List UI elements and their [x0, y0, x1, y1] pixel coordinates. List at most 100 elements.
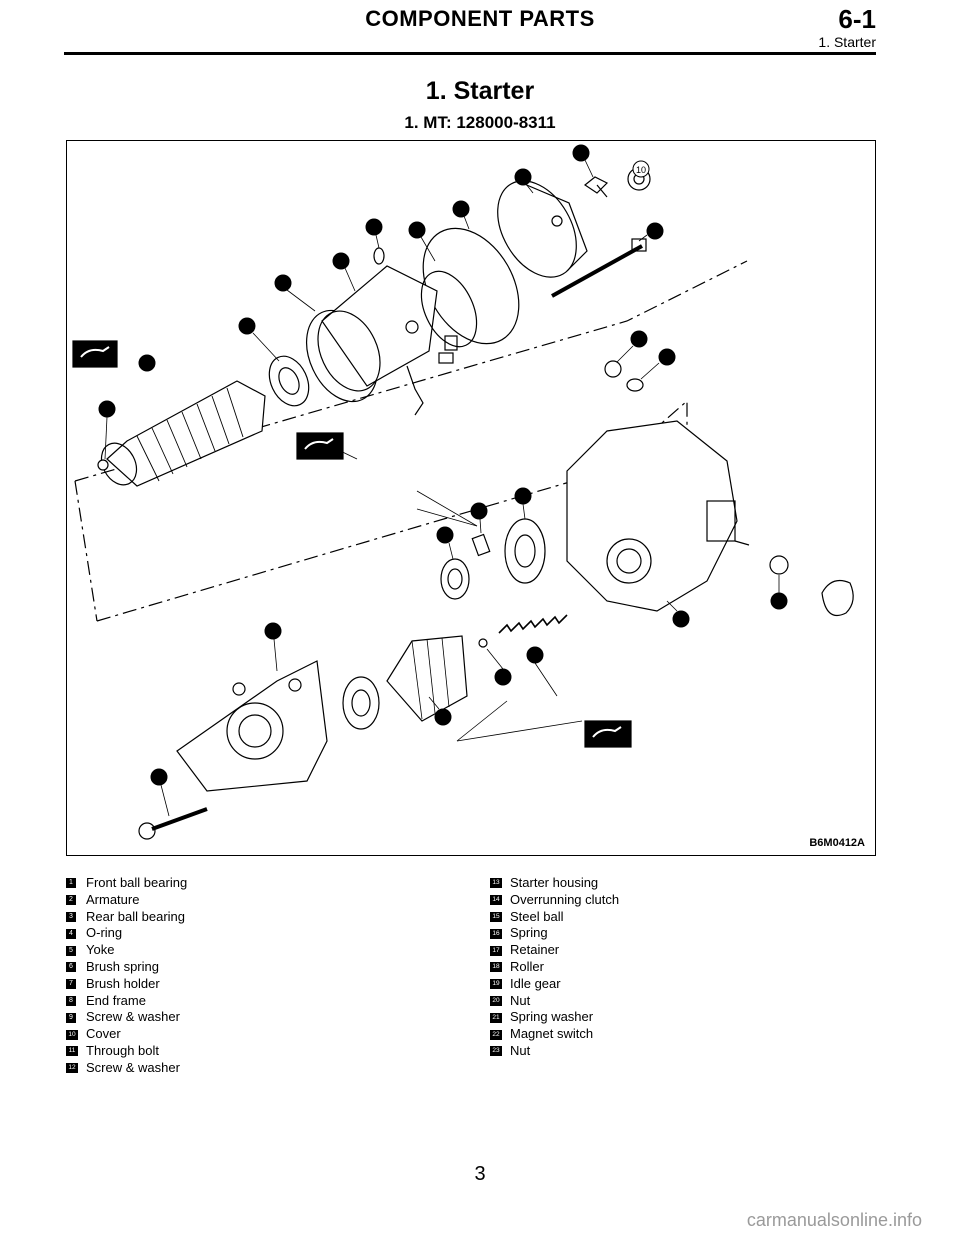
callout-badge: 22 [490, 1029, 502, 1040]
svg-text:10: 10 [636, 165, 646, 175]
callout-3: 3 [238, 317, 280, 362]
callout-10: 10 [632, 160, 650, 178]
legend-label: Steel ball [510, 908, 564, 924]
callout-badge: 6 [66, 962, 76, 973]
legend-label: Brush spring [86, 958, 159, 974]
callout-badge: 7 [66, 979, 76, 990]
callout-badge: 15 [490, 911, 502, 922]
end-frame-part [497, 180, 588, 278]
svg-text:6: 6 [371, 220, 378, 234]
svg-text:21: 21 [662, 353, 672, 363]
callout-badge: 17 [490, 945, 502, 956]
callout-6: 6 [365, 218, 383, 249]
legend-item: 22 Magnet switch [490, 1026, 619, 1043]
callout-badge: 11 [66, 1046, 78, 1057]
legend-label: Overrunning clutch [510, 891, 620, 907]
idle-gear-part [504, 518, 546, 584]
legend-item: 5 Yoke [66, 942, 187, 959]
header-title: COMPONENT PARTS [365, 6, 595, 31]
callout-1: 1 [98, 400, 116, 460]
spring-part [498, 614, 568, 634]
svg-text:13: 13 [268, 627, 278, 637]
callout-badge: 18 [490, 962, 502, 973]
section-title: 1. Starter [425, 77, 535, 105]
legend-label: Spring [510, 925, 548, 941]
callout-badge: 23 [490, 1046, 502, 1057]
svg-text:1: 1 [104, 402, 111, 416]
legend-item: 23 Nut [490, 1043, 619, 1060]
legend-label: Front ball bearing [86, 875, 188, 890]
legend-label: O-ring [86, 925, 123, 941]
yoke-part [317, 265, 438, 392]
callout-badge: 14 [490, 895, 502, 906]
callout-20: 20 [616, 330, 648, 363]
legend-label: Idle gear [510, 975, 561, 991]
callout-22: 22 [666, 600, 690, 628]
lubricant-mark-icon [296, 432, 344, 460]
legend-item: 6 Brush spring [66, 959, 187, 976]
svg-text:8: 8 [520, 170, 527, 184]
callout-badge: 3 [66, 911, 76, 922]
callout-badge: 12 [66, 1063, 78, 1074]
legend-label: Nut [510, 1042, 531, 1058]
legend-item: 4 O-ring [66, 925, 187, 942]
svg-text:15: 15 [498, 673, 508, 683]
legend-item: 10 Cover [66, 1026, 187, 1043]
callout-badge: 5 [66, 945, 76, 956]
header-rule [64, 52, 876, 55]
svg-text:17: 17 [440, 531, 450, 541]
svg-text:2: 2 [144, 356, 151, 370]
svg-text:5: 5 [338, 254, 345, 268]
callout-badge: 4 [66, 928, 76, 939]
legend-label: Spring washer [510, 1009, 594, 1025]
legend-label: Rear ball bearing [86, 908, 186, 924]
svg-text:12: 12 [154, 773, 164, 783]
rear-bearing-part [268, 355, 310, 407]
lubricant-mark-icon [584, 720, 632, 748]
legend-label: Nut [510, 992, 531, 1008]
callout-8: 8 [514, 168, 534, 194]
legend-label: Screw & washer [86, 1009, 180, 1025]
nut-part [769, 555, 789, 575]
svg-text:11: 11 [650, 227, 659, 237]
subsection-title: 1. MT: 128000-8311 [404, 113, 556, 132]
callout-badge: 1 [66, 878, 76, 889]
legend-label: Yoke [86, 942, 115, 958]
starter-exploded-diagram: 1 2 3 4 5 6 7 4 8 9 10 11 20 21 19 18 17… [72, 144, 854, 840]
callout-badge: 10 [66, 1029, 78, 1040]
terminal-boot-part [821, 580, 854, 617]
callout-9: 9 [572, 144, 594, 178]
svg-text:3: 3 [244, 319, 251, 333]
callout-21: 21 [640, 348, 676, 380]
svg-text:18: 18 [474, 507, 484, 517]
callout-19: 19 [514, 487, 532, 520]
retainer-part [440, 558, 470, 600]
svg-text:20: 20 [634, 335, 644, 345]
legend-label: Cover [86, 1026, 121, 1042]
screw-part [138, 807, 208, 840]
legend-item: 7 Brush holder [66, 976, 187, 993]
callout-2: 2 [138, 354, 156, 372]
figure-code: B6M0412A [809, 837, 865, 849]
callout-15: 15 [486, 648, 512, 686]
svg-text:19: 19 [518, 492, 528, 502]
magnet-switch-part [566, 420, 750, 612]
svg-text:4: 4 [458, 202, 465, 216]
legend-label: Magnet switch [510, 1026, 594, 1042]
callout-5: 5 [332, 252, 356, 292]
legend-label: Brush holder [86, 975, 160, 991]
legend-item: 1 Front ball bearing [66, 875, 187, 892]
svg-text:4: 4 [280, 276, 287, 290]
screw-part [583, 176, 609, 198]
legend-item: 15 Steel ball [490, 909, 619, 926]
page-number: 3 [474, 1163, 486, 1185]
